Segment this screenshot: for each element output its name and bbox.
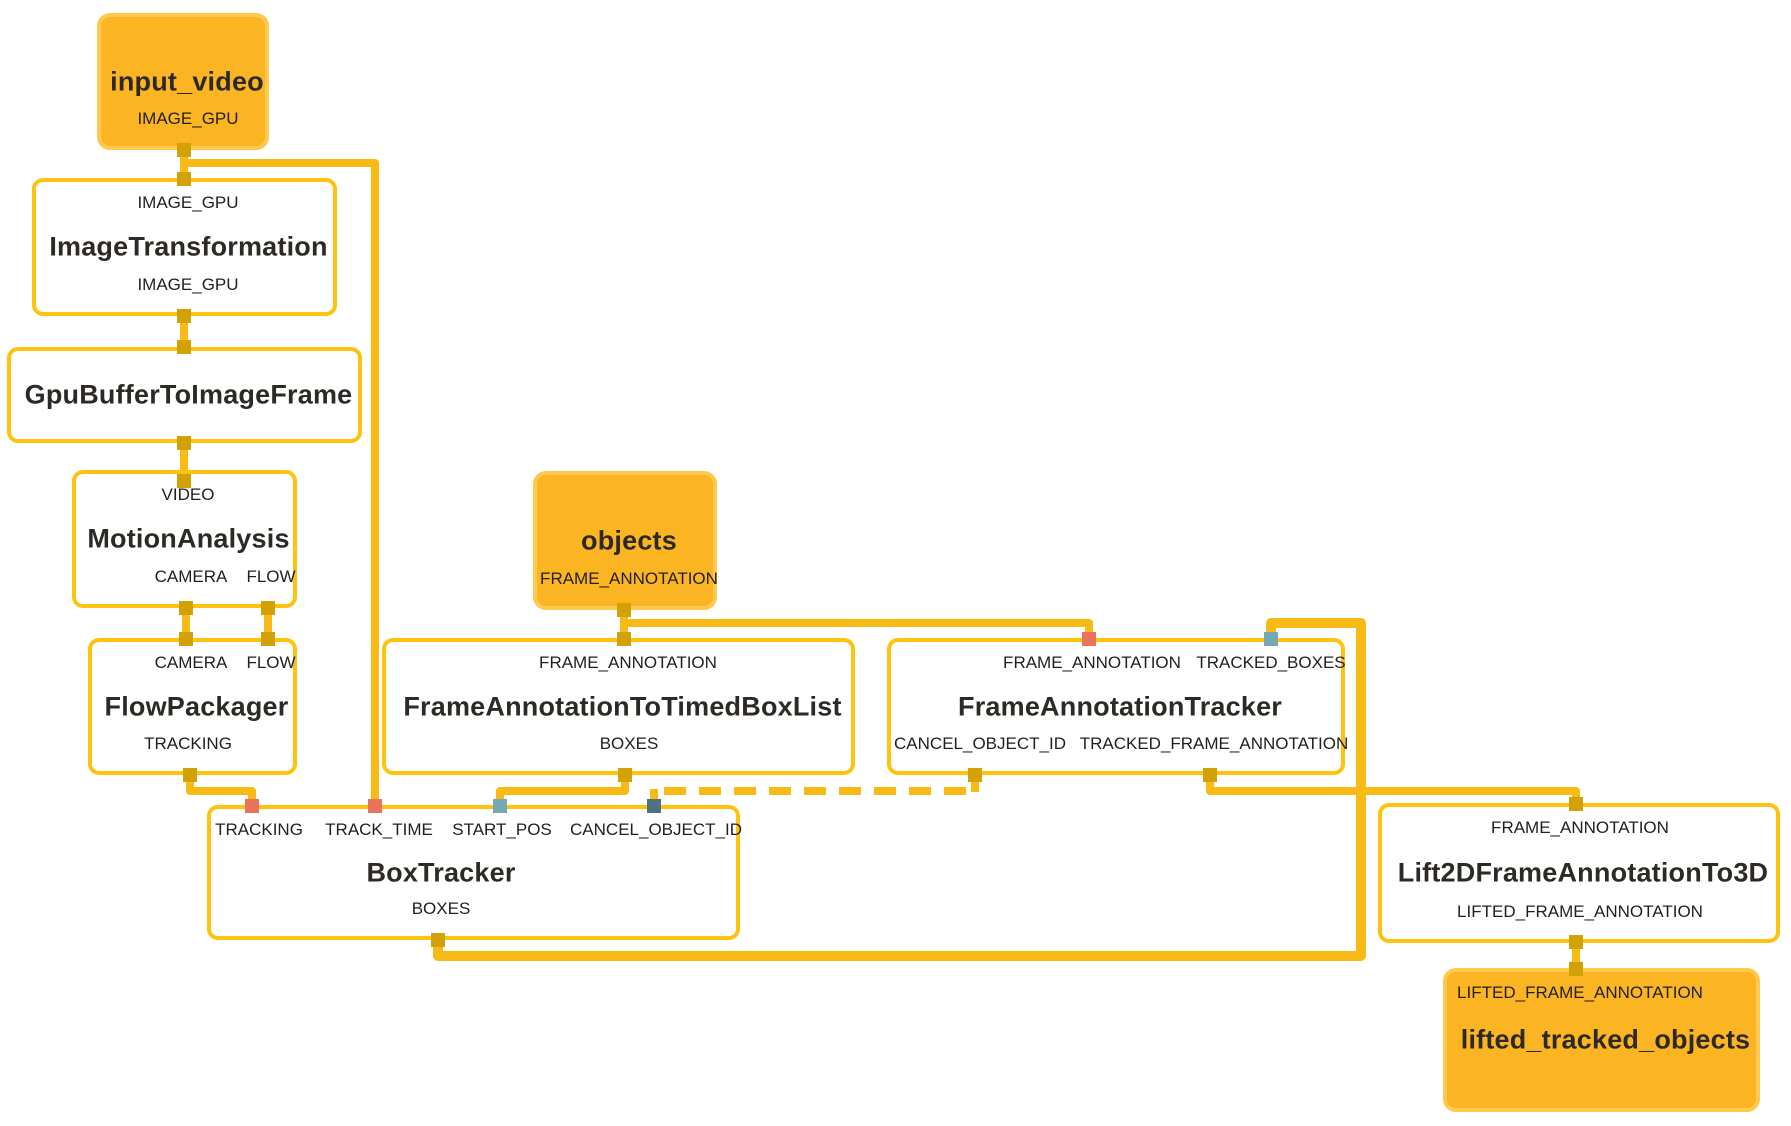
port-box-tracker-boxes-out	[431, 933, 445, 947]
node-frame-annotation-tracker[interactable]: FrameAnnotationTracker FRAME_ANNOTATION TR…	[887, 638, 1348, 775]
node-title: Lift2DFrameAnnotationTo3D	[1397, 857, 1769, 888]
node-gpu-buffer-to-image-frame[interactable]: GpuBufferToImageFrame	[7, 347, 362, 443]
port-flow-packager-camera-in	[179, 632, 193, 646]
node-box-tracker[interactable]: BoxTracker TRACKING TRACK_TIME START_POS CAN…	[207, 805, 742, 940]
port-lifted-tracked-objects-in	[1569, 962, 1583, 976]
port-timed-box-list-frame-annotation-in	[617, 632, 631, 646]
port-label: TRACKING	[215, 820, 303, 839]
port-tracker-tracked-frame-annotation-out	[1203, 768, 1217, 782]
node-frame-annotation-to-timed-box-list[interactable]: FrameAnnotationToTimedBoxList FRAME_ANNOT…	[382, 638, 855, 775]
edge-timed-box-list-boxes-to-box-tracker-start-pos	[496, 772, 629, 807]
port-label: CAMERA	[154, 567, 228, 586]
port-label: BOXES	[411, 899, 471, 918]
port-label: IMAGE_GPU	[137, 193, 239, 212]
node-title: FrameAnnotationTracker	[958, 691, 1282, 721]
edge-flow-packager-tracking-to-box-tracker	[186, 772, 256, 807]
node-flow-packager[interactable]: FlowPackager CAMERA FLOW TRACKING	[88, 638, 297, 775]
port-label: CANCEL_OBJECT_ID	[570, 820, 742, 839]
port-label: BOXES	[599, 734, 659, 753]
node-title: FlowPackager	[104, 691, 289, 721]
port-objects-frame-annotation-out	[617, 603, 631, 617]
edge-tracker-tfa-to-lift2d	[1206, 772, 1580, 806]
node-title: input_video	[110, 66, 264, 96]
port-label: FRAME_ANNOTATION	[1491, 818, 1669, 837]
port-input-video-image-gpu-out	[177, 143, 191, 157]
node-title: GpuBufferToImageFrame	[24, 379, 353, 410]
port-label: FRAME_ANNOTATION	[1003, 653, 1181, 672]
port-flow-packager-tracking-out	[183, 768, 197, 782]
port-label: IMAGE_GPU	[137, 109, 239, 128]
node-title: MotionAnalysis	[87, 523, 290, 554]
port-gpu-buffer-in	[177, 340, 191, 354]
port-label: TRACKED_BOXES	[1196, 653, 1346, 672]
port-lift2d-frame-annotation-in	[1569, 797, 1583, 811]
port-label: IMAGE_GPU	[137, 275, 239, 294]
node-title: lifted_tracked_objects	[1460, 1024, 1751, 1055]
port-tracker-tracked-boxes-in	[1264, 632, 1278, 646]
port-gpu-buffer-out	[177, 436, 191, 450]
port-label: CANCEL_OBJECT_ID	[894, 734, 1066, 753]
node-motion-analysis[interactable]: MotionAnalysis VIDEO CAMERA FLOW	[72, 470, 297, 608]
port-image-transformation-image-gpu-out	[177, 309, 191, 323]
edge-box-tracker-boxes-to-tracker-tracked-boxes	[433, 618, 1366, 961]
edge-input-video-to-box-tracker-track-time	[184, 159, 379, 806]
port-label: LIFTED_FRAME_ANNOTATION	[1457, 902, 1703, 921]
port-label: START_POS	[452, 820, 552, 839]
port-label: TRACKING	[144, 734, 232, 753]
port-label: FRAME_ANNOTATION	[540, 569, 718, 588]
node-title: ImageTransformation	[49, 231, 328, 262]
port-box-tracker-tracking-in	[245, 799, 259, 813]
port-timed-box-list-boxes-out	[618, 768, 632, 782]
port-box-tracker-track-time-in	[368, 799, 382, 813]
port-label: VIDEO	[161, 485, 215, 504]
node-lift-2d-frame-annotation-to-3d[interactable]: Lift2DFrameAnnotationTo3D FRAME_ANNOTATIO…	[1378, 803, 1780, 943]
port-lift2d-lifted-frame-annotation-out	[1569, 935, 1583, 949]
node-title: FrameAnnotationToTimedBoxList	[403, 691, 842, 721]
port-label: FLOW	[246, 653, 296, 672]
port-tracker-cancel-object-id-out	[968, 768, 982, 782]
port-box-tracker-start-pos-in	[493, 799, 507, 813]
port-image-transformation-image-gpu-in	[177, 172, 191, 186]
node-lifted-tracked-objects[interactable]: lifted_tracked_objects LIFTED_FRAME_ANNOT…	[1443, 968, 1760, 1112]
port-label: LIFTED_FRAME_ANNOTATION	[1457, 983, 1703, 1002]
port-motion-analysis-flow-out	[261, 601, 275, 615]
port-label: FRAME_ANNOTATION	[539, 653, 717, 672]
node-title: objects	[581, 525, 677, 555]
port-box-tracker-cancel-object-id-in	[647, 799, 661, 813]
node-title: BoxTracker	[366, 857, 516, 887]
port-motion-analysis-camera-out	[179, 601, 193, 615]
port-label: TRACKED_FRAME_ANNOTATION	[1079, 734, 1349, 753]
port-label: FLOW	[246, 567, 296, 586]
port-label: CAMERA	[154, 653, 228, 672]
port-tracker-frame-annotation-in	[1082, 632, 1096, 646]
port-motion-analysis-video-in	[177, 474, 191, 488]
port-flow-packager-flow-in	[261, 632, 275, 646]
port-label: TRACK_TIME	[325, 820, 433, 839]
